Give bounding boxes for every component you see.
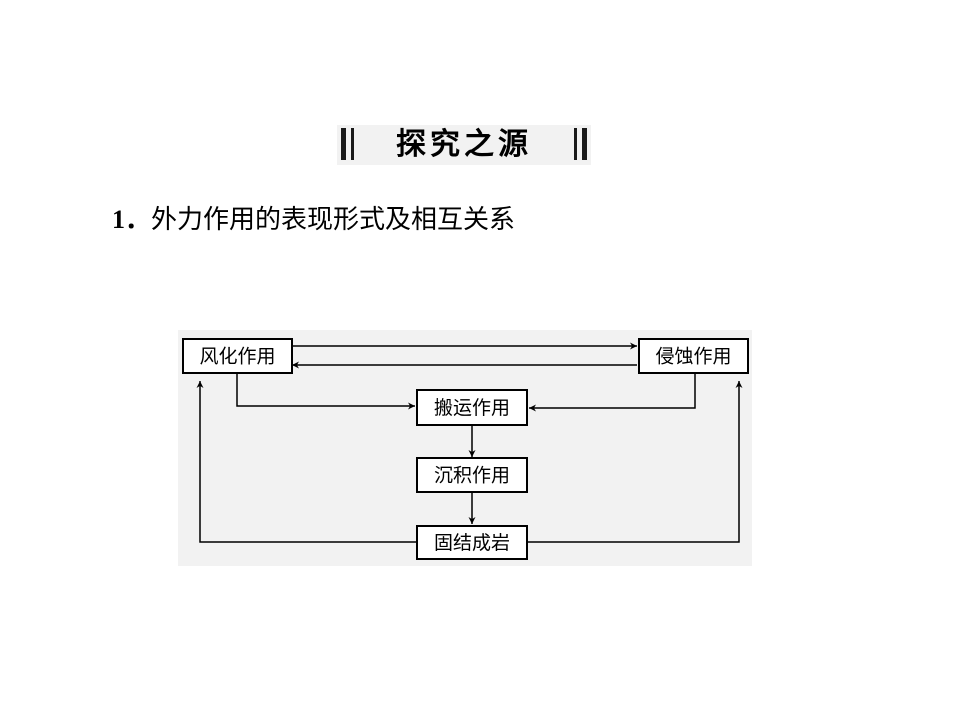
node-weathering-label: 风化作用 [199, 346, 275, 368]
node-deposition-label: 沉积作用 [434, 465, 510, 487]
edge-lithification-to-erosion [528, 381, 743, 543]
node-lithification: 固结成岩 [416, 525, 528, 560]
node-lithification-label: 固结成岩 [434, 532, 510, 554]
edge-lithification-to-weathering [196, 381, 416, 543]
header-bar-left-outer [341, 128, 346, 160]
edge-weathering-to-transport [236, 373, 415, 410]
header-bar-right-outer [582, 128, 587, 160]
node-transport: 搬运作用 [416, 389, 528, 426]
process-diagram: 风化作用 侵蚀作用 搬运作用 沉积作用 固结成岩 [178, 330, 752, 566]
heading-number: 1． [112, 205, 152, 234]
heading-text: 外力作用的表现形式及相互关系 [151, 205, 516, 235]
header-bar-right-inner [574, 128, 577, 160]
node-weathering: 风化作用 [182, 338, 293, 374]
section-header: 探究之源 [337, 125, 591, 165]
node-deposition: 沉积作用 [416, 457, 528, 493]
node-transport-label: 搬运作用 [434, 397, 510, 419]
edge-erosion-to-transport [529, 373, 696, 412]
node-erosion-label: 侵蚀作用 [655, 346, 731, 368]
header-bar-left-inner [351, 128, 354, 160]
section-title: 探究之源 [396, 127, 532, 162]
diagram-svg: 风化作用 侵蚀作用 搬运作用 沉积作用 固结成岩 [182, 338, 749, 560]
node-erosion: 侵蚀作用 [638, 338, 749, 374]
heading: 1．外力作用的表现形式及相互关系 [112, 200, 515, 240]
